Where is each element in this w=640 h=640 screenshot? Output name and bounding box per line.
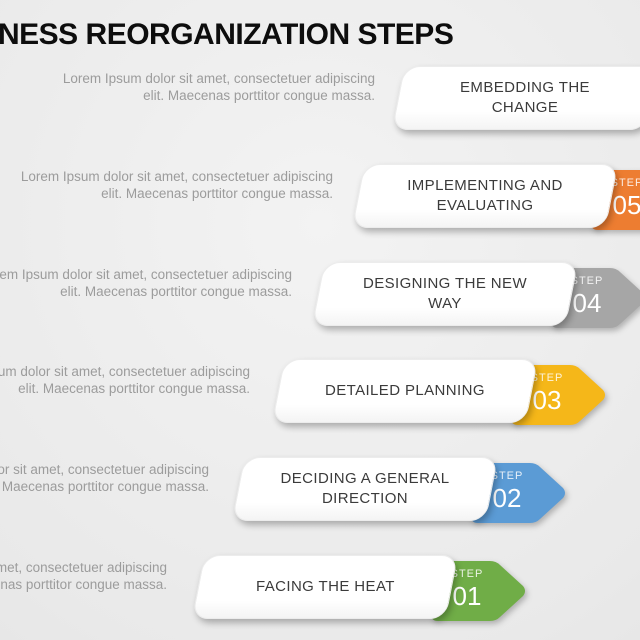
step-badge-number: 01 — [452, 581, 482, 611]
step-banner: DECIDING A GENERAL DIRECTION — [231, 457, 499, 521]
step-badge-word: STEP — [530, 372, 564, 384]
step-banner-label: FACING THE HEAT — [255, 578, 395, 595]
step-badge: STEP 02 — [468, 462, 568, 524]
step-badge-arrow-shape — [471, 463, 565, 523]
step-badge-number: 04 — [572, 288, 602, 318]
step-badge-arrow-shape — [431, 561, 525, 621]
step-description: Lorem Ipsum dolor sit amet, consectetuer… — [0, 560, 167, 592]
step-banner-label: IMPLEMENTING AND EVALUATING — [407, 177, 563, 214]
step-banner-label: EMBEDDING THE CHANGE — [460, 79, 590, 116]
step-banner-label: DECIDING A GENERAL DIRECTION — [280, 470, 450, 507]
step-badge-arrow-shape — [511, 365, 605, 425]
step-badge: STEP 03 — [508, 364, 608, 426]
step-description: Lorem Ipsum dolor sit amet, consectetuer… — [20, 169, 333, 201]
step-description: Lorem Ipsum dolor sit amet, consectetuer… — [0, 364, 250, 396]
step-badge-word: STEP — [450, 568, 484, 580]
step-banner-label: DETAILED PLANNING — [325, 382, 485, 399]
step-badge-number: 02 — [492, 483, 522, 513]
step-badge-word: STEP — [570, 275, 604, 287]
step-badge-number: 05 — [612, 190, 640, 220]
step-banner: FACING THE HEAT — [191, 555, 459, 619]
step-badge-number: 03 — [532, 385, 562, 415]
step-description: Lorem Ipsum dolor sit amet, consectetuer… — [62, 71, 375, 103]
step-badge-word: STEP — [610, 177, 640, 189]
step-description: Lorem Ipsum dolor sit amet, consectetuer… — [0, 267, 292, 299]
step-badge: STEP 01 — [428, 560, 528, 622]
step-banner-label: DESIGNING THE NEW WAY — [362, 275, 528, 312]
step-banner: DESIGNING THE NEW WAY — [311, 262, 579, 326]
step-banner: DETAILED PLANNING — [271, 359, 539, 423]
step-banner: IMPLEMENTING AND EVALUATING — [351, 164, 619, 228]
slide-title: NESS REORGANIZATION STEPS — [0, 18, 454, 51]
step-banner: EMBEDDING THE CHANGE — [391, 66, 640, 130]
step-description: Lorem Ipsum dolor sit amet, consectetuer… — [0, 462, 209, 494]
step-badge-word: STEP — [490, 470, 524, 482]
